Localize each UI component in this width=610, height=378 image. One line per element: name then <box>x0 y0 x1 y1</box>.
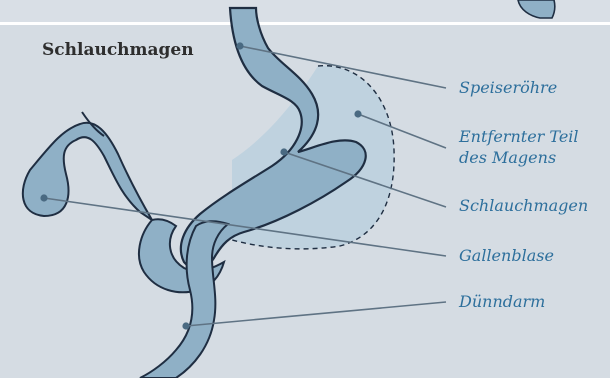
dot-entfernter-teil <box>354 110 361 117</box>
dot-gallenblase <box>40 194 47 201</box>
leader-duenndarm <box>186 302 446 326</box>
partial-organ-top-right <box>518 0 555 18</box>
dot-duenndarm <box>182 322 189 329</box>
label-gallenblase: Gallenblase <box>459 245 554 266</box>
label-schlauchmagen: Schlauchmagen <box>459 195 588 216</box>
gallbladder <box>23 123 152 220</box>
label-entfernter-teil-line1: Entfernter Teil <box>459 126 579 147</box>
figure-title: Schlauchmagen <box>42 40 194 60</box>
label-speiseroehre: Speiseröhre <box>459 77 557 98</box>
label-entfernter-teil-line2: des Magens <box>459 147 579 168</box>
dot-speiseroehre <box>236 42 243 49</box>
label-entfernter-teil: Entfernter Teil des Magens <box>459 126 579 168</box>
dot-schlauchmagen <box>280 148 287 155</box>
label-duenndarm: Dünndarm <box>459 291 545 312</box>
